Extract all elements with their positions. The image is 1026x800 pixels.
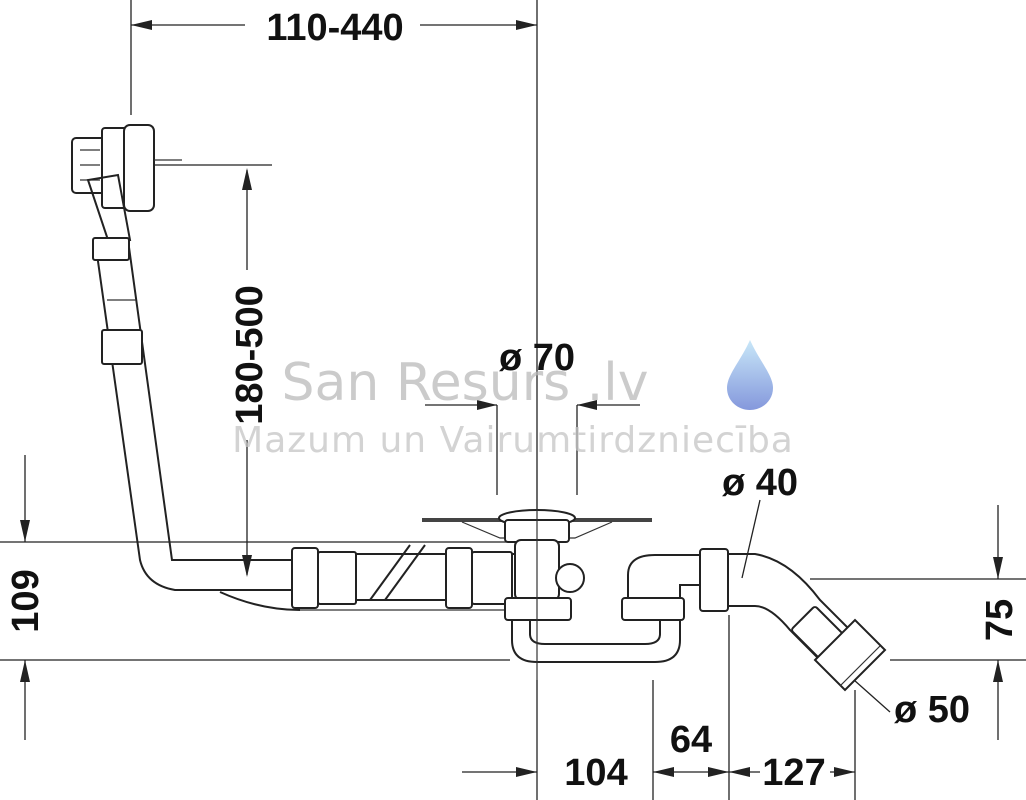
- dim-right-height: 75: [979, 599, 1021, 641]
- watermark-brand: San Resurs .lv: [282, 353, 649, 413]
- dim-bottom-127: 127: [762, 752, 825, 794]
- dim-top-width: 110-440: [266, 7, 403, 49]
- dim-drain-diameter: ø 70: [499, 337, 575, 379]
- dim-bottom-64: 64: [670, 719, 712, 761]
- horizontal-pipe: [291, 544, 520, 611]
- dim-left-height: 109: [5, 569, 47, 632]
- dim-bottom-104: 104: [564, 752, 627, 794]
- water-drop-icon: [727, 340, 773, 410]
- drain-body: [422, 470, 700, 690]
- dim-outlet-diameter-50: ø 50: [894, 689, 970, 731]
- dim-vertical-overflow: 180-500: [229, 285, 271, 424]
- overflow-assembly: [71, 124, 301, 611]
- outlet-elbow: [699, 548, 887, 692]
- watermark-subtitle: Mazum un Vairumtirdzniecība: [232, 420, 794, 461]
- dim-pipe-diameter-40: ø 40: [722, 462, 798, 504]
- watermark: San Resurs .lv Mazum un Vairumtirdzniecī…: [232, 340, 794, 461]
